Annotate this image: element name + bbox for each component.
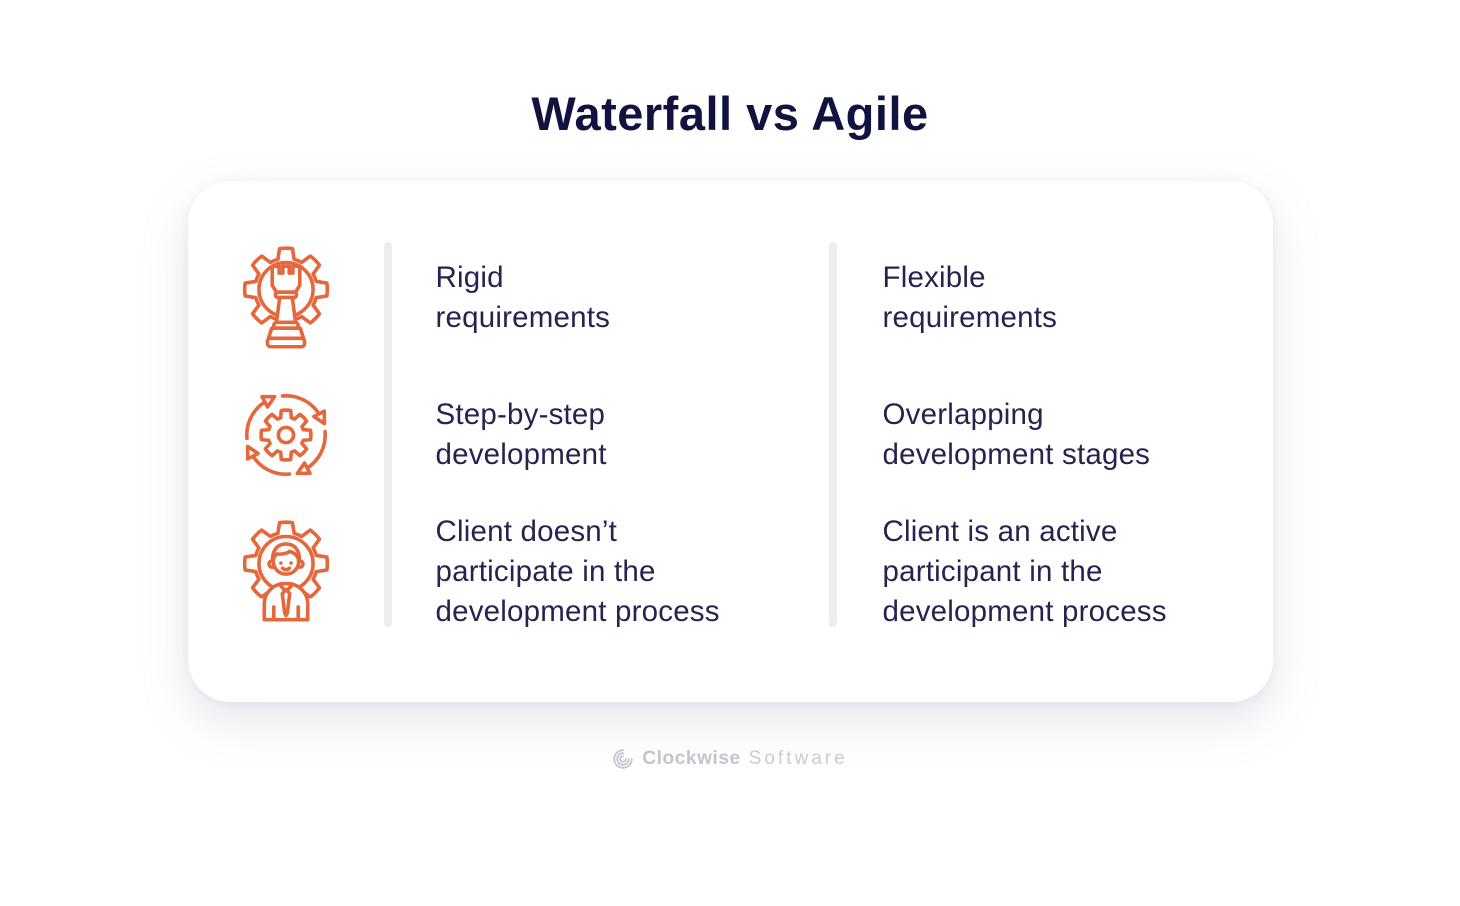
brand-footer: Clockwise Software [0,748,1460,770]
icon-cell [233,229,339,366]
brand-name-light: Software [748,748,848,769]
agile-point: Flexible requirements [882,260,1058,334]
icon-cell [233,366,339,503]
waterfall-row: Step-by-step development [436,366,829,503]
clockwise-swirl-icon [613,749,634,769]
agile-row: Flexible requirements [883,229,1257,366]
waterfall-point: Client doesn’t participate in the develo… [435,514,720,628]
waterfall-point: Step-by-step development [435,397,607,471]
gear-person-icon [242,519,329,622]
waterfall-row: Client doesn’t participate in the develo… [436,503,829,640]
waterfall-row: Rigid requirements [436,229,829,366]
column-divider [828,242,837,627]
agile-point: Overlapping development stages [882,397,1151,471]
icon-cell [233,503,339,640]
column-divider [383,242,392,627]
brand-name-bold: Clockwise [642,748,741,769]
waterfall-vs-agile-infographic: Waterfall vs Agile Rigid requirements St… [0,86,1460,770]
agile-point: Client is an active participant in the d… [882,514,1167,628]
icons-column [188,229,384,640]
comparison-card: Rigid requirements Step-by-step developm… [187,181,1273,702]
agile-column: Flexible requirements Overlapping develo… [837,229,1273,640]
gear-cycle-arrows-icon [244,393,327,476]
page-title: Waterfall vs Agile [531,87,929,140]
gear-chess-rook-icon [242,245,329,349]
agile-row: Overlapping development stages [883,366,1257,503]
waterfall-column: Rigid requirements Step-by-step developm… [392,229,829,640]
agile-row: Client is an active participant in the d… [883,503,1257,640]
waterfall-point: Rigid requirements [435,260,611,334]
